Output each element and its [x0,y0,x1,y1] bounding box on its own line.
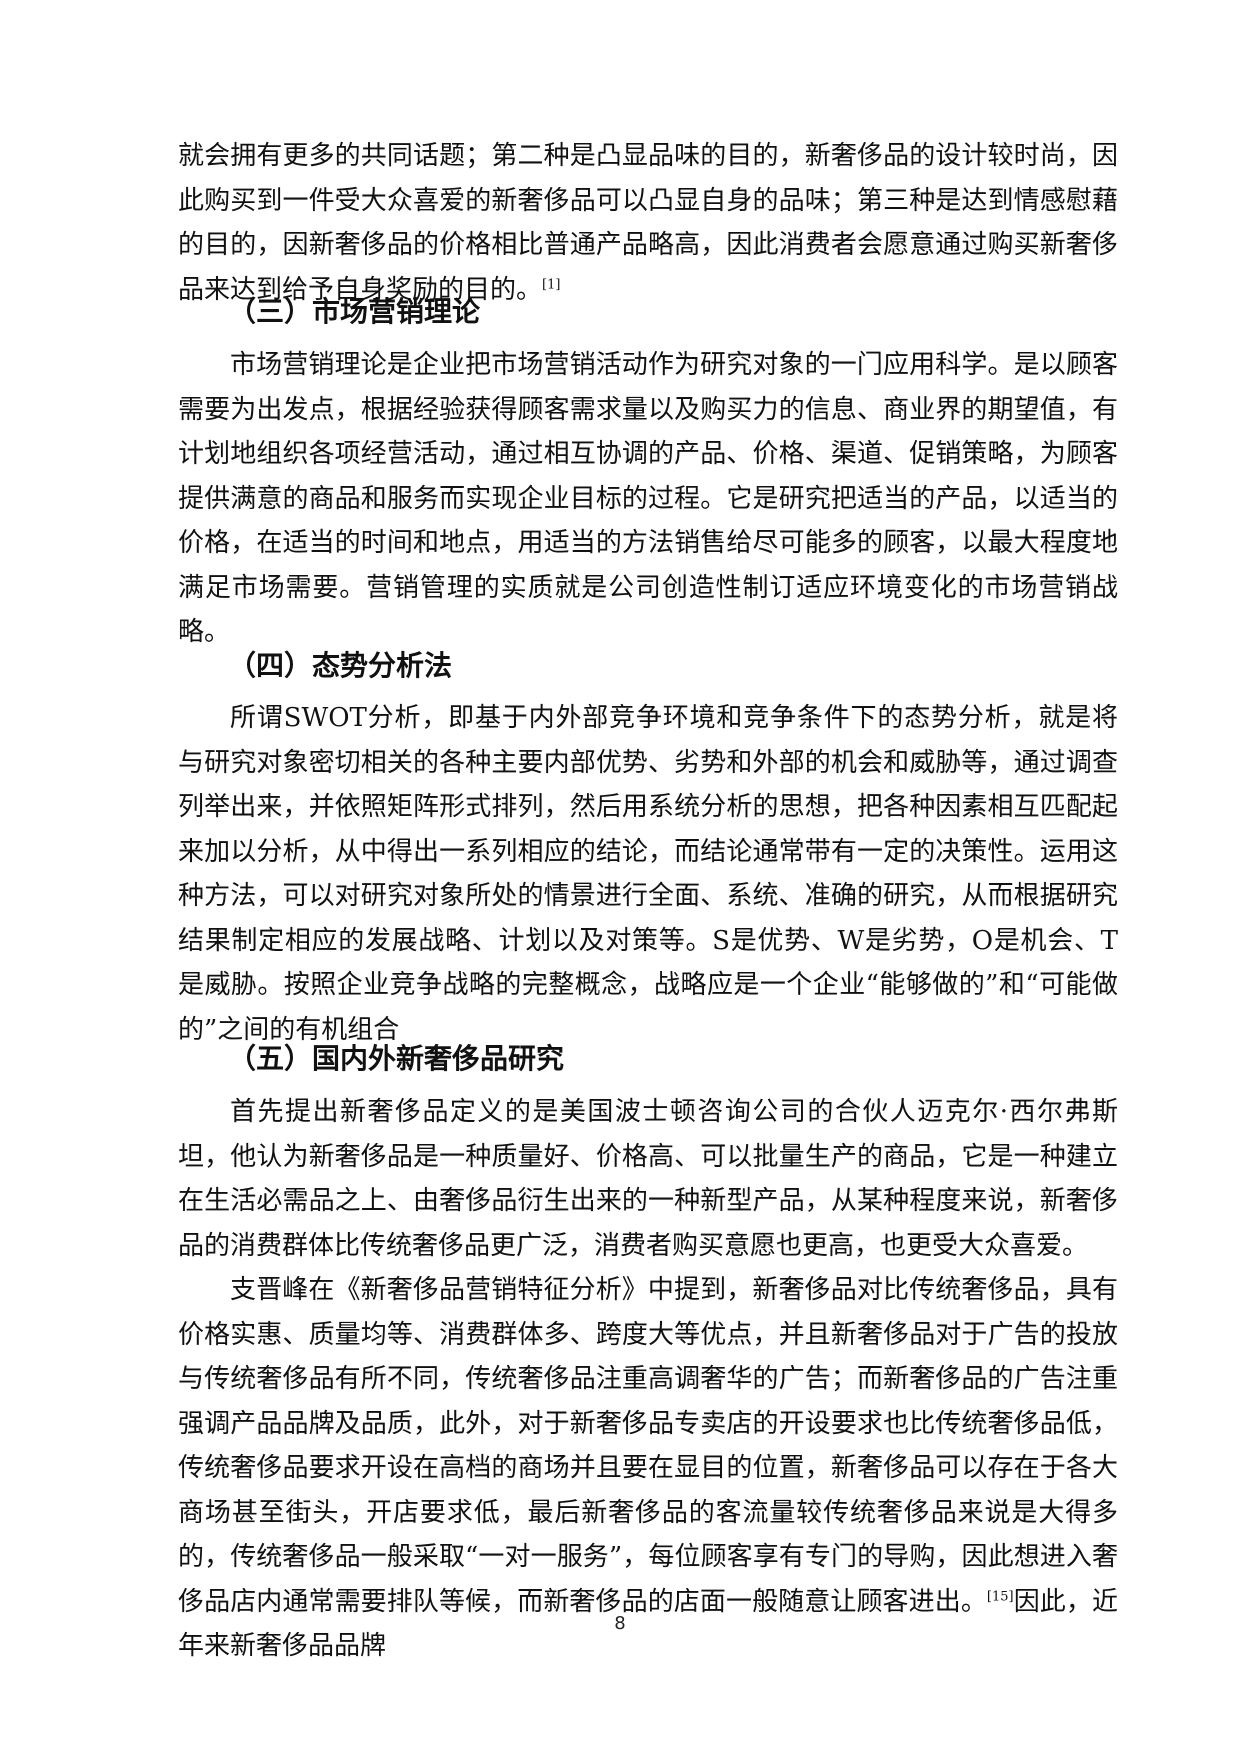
paragraph-body: 支晋峰在《新奢侈品营销特征分析》中提到，新奢侈品对比传统奢侈品，具有价格实惠、质… [178,1275,1118,1617]
section-5-paragraphs: 首先提出新奢侈品定义的是美国波士顿咨询公司的合伙人迈克尔·西尔弗斯坦，他认为新奢… [178,1090,1118,1669]
paragraph-text: 首先提出新奢侈品定义的是美国波士顿咨询公司的合伙人迈克尔·西尔弗斯坦，他认为新奢… [178,1097,1118,1261]
paragraph-text: 市场营销理论是企业把市场营销活动作为研究对象的一门应用科学。是以顾客需要为出发点… [178,350,1118,647]
continued-paragraph: 就会拥有更多的共同话题；第二种是凸显品味的目的，新奢侈品的设计较时尚，因此购买到… [178,134,1118,312]
section-heading-5: （五）国内外新奢侈品研究 [228,1042,565,1075]
section-3-paragraph: 市场营销理论是企业把市场营销活动作为研究对象的一门应用科学。是以顾客需要为出发点… [178,343,1118,655]
paragraph-body-continued: 因此，近年来新奢侈品品牌 [178,1586,1118,1662]
paragraph-text: 所谓SWOT分析，即基于内外部竞争环境和竞争条件下的态势分析，就是将与研究对象密… [178,703,1118,1045]
section-4-paragraph: 所谓SWOT分析，即基于内外部竞争环境和竞争条件下的态势分析，就是将与研究对象密… [178,696,1118,1052]
section-heading-4: （四）态势分析法 [228,649,453,682]
section-heading-3: （三）市场营销理论 [228,295,481,328]
citation-ref: [1] [542,276,561,292]
paragraph-text: 就会拥有更多的共同话题；第二种是凸显品味的目的，新奢侈品的设计较时尚，因此购买到… [178,134,1118,312]
paragraph-body: 就会拥有更多的共同话题；第二种是凸显品味的目的，新奢侈品的设计较时尚，因此购买到… [178,141,1118,305]
citation-ref: [15] [986,1588,1014,1604]
page-number: 8 [614,1613,626,1634]
paragraph-text: 支晋峰在《新奢侈品营销特征分析》中提到，新奢侈品对比传统奢侈品，具有价格实惠、质… [178,1268,1118,1669]
